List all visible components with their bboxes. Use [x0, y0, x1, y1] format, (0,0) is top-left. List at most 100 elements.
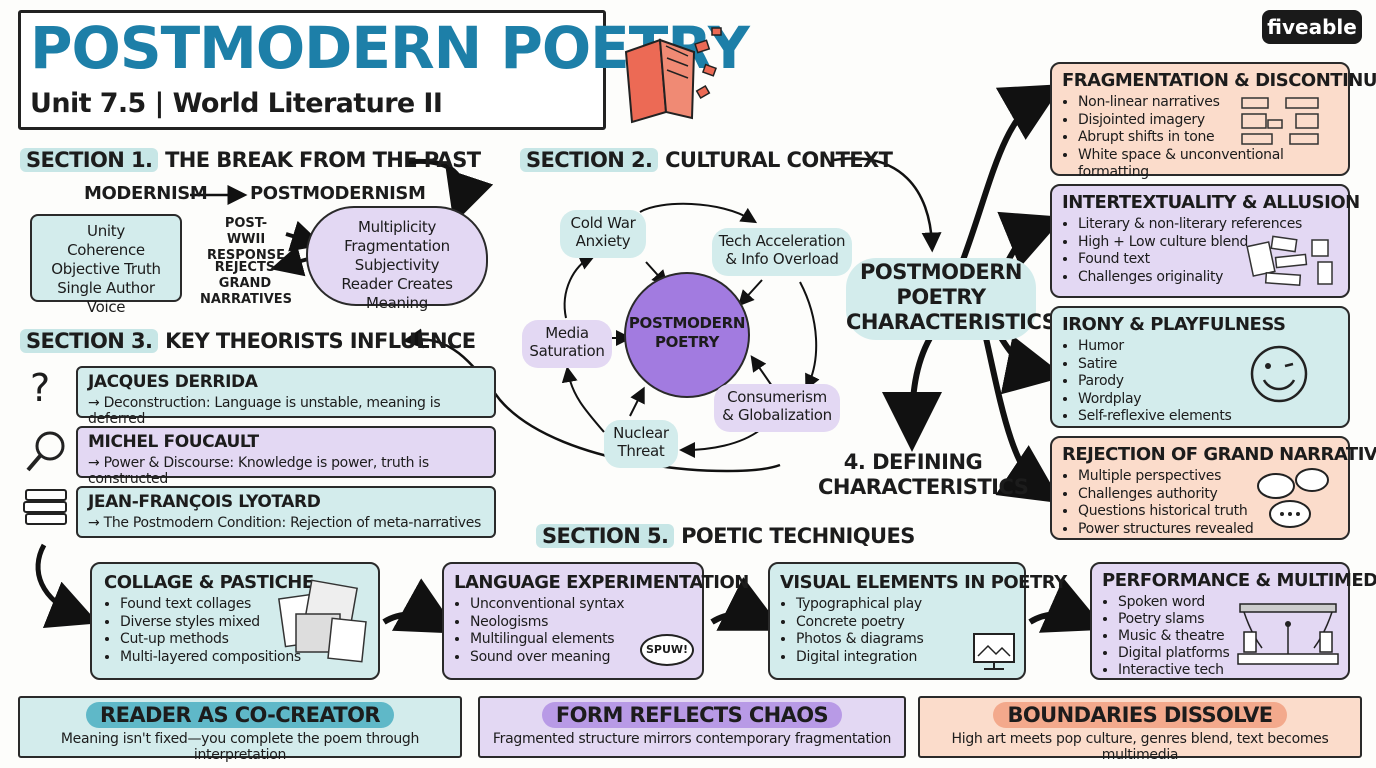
- postmodern-trait: Multiplicity: [357, 218, 437, 236]
- footer-title: FORM REFLECTS CHAOS: [541, 702, 843, 728]
- cycle-arrow-2: [799, 281, 820, 391]
- modernism-label: MODERNISM: [84, 183, 208, 204]
- footer-title: READER AS CO-CREATOR: [86, 702, 394, 728]
- card-item: Humor: [1078, 338, 1338, 356]
- inner-arrow-5: [629, 386, 645, 417]
- footer-text: Fragmented structure mirrors contemporar…: [492, 731, 892, 747]
- post-wwii-label: POST-WWII RESPONSE: [207, 216, 285, 263]
- page-title: POSTMODERN POETRY: [30, 14, 750, 82]
- card-item: Digital platforms: [1118, 645, 1338, 662]
- technique-arrow-2: [710, 577, 784, 631]
- card-item: Parody: [1078, 373, 1338, 391]
- card-item: Multi-layered compositions: [120, 649, 366, 667]
- inner-arrow-4: [750, 355, 773, 387]
- card-title: COLLAGE & PASTICHE: [104, 572, 314, 593]
- section4-label: 4. DEFINING CHARACTERISTICS: [818, 450, 1029, 499]
- theorist-card-foucault: MICHEL FOUCAULT → Power & Discourse: Kno…: [76, 426, 496, 487]
- card-item: Challenges authority: [1078, 486, 1338, 504]
- card-item: Found text: [1078, 251, 1338, 269]
- rejects-label: REJECTS GRAND NARRATIVES: [200, 260, 293, 307]
- card-item: Diverse styles mixed: [120, 614, 366, 632]
- context-to-theorists-arrow: [402, 328, 781, 473]
- section2-heading: SECTION 2. CULTURAL CONTEXT: [520, 148, 893, 172]
- card-title: INTERTEXTUALITY & ALLUSION: [1062, 192, 1360, 213]
- page-subtitle: Unit 7.5 | World Literature II: [30, 88, 443, 119]
- card-item: Concrete poetry: [796, 614, 1014, 632]
- card-item: Non-linear narratives: [1078, 94, 1338, 112]
- card-item: Power structures revealed: [1078, 521, 1338, 539]
- modernism-trait: Coherence: [67, 241, 145, 259]
- characteristics-hub: POSTMODERN POETRY CHARACTERISTICS: [846, 258, 1057, 340]
- card-title: IRONY & PLAYFULNESS: [1062, 314, 1286, 335]
- card-title: VISUAL ELEMENTS IN POETRY: [780, 572, 1067, 593]
- title-frame: [18, 10, 606, 130]
- card-item: Wordplay: [1078, 391, 1338, 409]
- modernism-trait: Objective Truth: [51, 260, 161, 278]
- cultural-context-center-circle: [624, 272, 750, 398]
- card-item: Multiple perspectives: [1078, 468, 1338, 486]
- sound-speech-bubble: SPUW!: [640, 634, 694, 666]
- technique-arrow-3: [1028, 577, 1106, 633]
- section1-number: SECTION 1.: [20, 148, 159, 172]
- card-item: Multilingual elements: [470, 631, 692, 649]
- technique-arrow-1: [382, 578, 459, 634]
- question-mark-icon: ?: [30, 366, 51, 410]
- postmodern-trait: Reader Creates Meaning: [341, 275, 453, 312]
- section3-heading: SECTION 3. KEY THEORISTS INFLUENCE: [20, 329, 476, 353]
- fiveable-badge[interactable]: fiveable: [1262, 10, 1362, 44]
- postmodernism-label: POSTMODERNISM: [250, 183, 426, 204]
- cycle-arrow-3: [679, 429, 761, 458]
- postmodern-traits-cloud: Multiplicity Fragmentation Subjectivity …: [306, 206, 488, 312]
- footer-text: High art meets pop culture, genres blend…: [951, 731, 1329, 763]
- postmodern-trait: Subjectivity: [354, 256, 440, 274]
- modernism-trait: Single Author Voice: [57, 279, 155, 316]
- section5-heading: SECTION 5. POETIC TECHNIQUES: [536, 524, 915, 548]
- card-title: PERFORMANCE & MULTIMEDIA: [1102, 570, 1376, 591]
- card-title: LANGUAGE EXPERIMENTATION: [454, 572, 749, 593]
- postmodern-trait: Fragmentation: [344, 237, 450, 255]
- card-item: Poetry slams: [1118, 611, 1338, 628]
- theorists-to-techniques-arrow: [35, 543, 99, 629]
- card-item: Questions historical truth: [1078, 503, 1338, 521]
- footer-card-boundaries: BOUNDARIES DISSOLVE High art meets pop c…: [918, 696, 1362, 763]
- card-item: Music & theatre: [1118, 628, 1338, 645]
- footer-title: BOUNDARIES DISSOLVE: [993, 702, 1287, 728]
- card-item: Photos & diagrams: [796, 631, 1014, 649]
- theorist-card-derrida: JACQUES DERRIDA → Deconstruction: Langua…: [76, 366, 496, 427]
- cycle-arrow-1: [639, 202, 758, 224]
- cultural-context-center-label: POSTMODERN POETRY: [628, 314, 746, 351]
- hub-to-label4-arrow: [882, 336, 943, 452]
- section2-to-hub-arrow: [833, 157, 942, 253]
- card-item: Disjointed imagery: [1078, 112, 1338, 130]
- theorist-idea: → Power & Discourse: Knowledge is power,…: [88, 455, 429, 487]
- theorist-idea: → The Postmodern Condition: Rejection of…: [88, 515, 482, 531]
- card-item: High + Low culture blend: [1078, 234, 1338, 252]
- card-item: Satire: [1078, 356, 1338, 374]
- hub-to-card4-arrow: [983, 337, 1062, 504]
- context-node-cold-war: Cold War Anxiety: [560, 210, 646, 258]
- card-item: Typographical play: [796, 596, 1014, 614]
- footer-card-form: FORM REFLECTS CHAOS Fragmented structure…: [478, 696, 906, 758]
- section1-heading: SECTION 1. THE BREAK FROM THE PAST: [20, 148, 481, 172]
- char-card-rejection: REJECTION OF GRAND NARRATIVES Multiple p…: [1050, 436, 1376, 540]
- context-node-nuclear: Nuclear Threat: [604, 420, 678, 468]
- theorist-card-lyotard: JEAN-FRANÇOIS LYOTARD → The Postmodern C…: [76, 486, 496, 538]
- section2-number: SECTION 2.: [520, 148, 659, 172]
- card-item: Digital integration: [796, 649, 1014, 667]
- theorist-name: JEAN-FRANÇOIS LYOTARD: [88, 492, 321, 512]
- card-item: Self-reflexive elements: [1078, 408, 1338, 426]
- section3-title: KEY THEORISTS INFLUENCE: [165, 329, 476, 353]
- char-card-fragmentation: FRAGMENTATION & DISCONTINUITY Non-linear…: [1050, 62, 1376, 180]
- card-item: Abrupt shifts in tone: [1078, 129, 1338, 147]
- card-item: Interactive tech: [1118, 662, 1338, 679]
- modernism-traits-box: Unity Coherence Objective Truth Single A…: [30, 214, 182, 316]
- context-node-media: Media Saturation: [522, 320, 612, 368]
- context-node-tech: Tech Acceleration & Info Overload: [712, 228, 852, 276]
- theorist-idea: → Deconstruction: Language is unstable, …: [88, 395, 441, 427]
- hub-to-card3-arrow: [997, 334, 1066, 395]
- card-item: Cut-up methods: [120, 631, 366, 649]
- footer-card-reader: READER AS CO-CREATOR Meaning isn't fixed…: [18, 696, 462, 763]
- card-item: Neologisms: [470, 614, 692, 632]
- inner-arrow-2: [737, 279, 763, 307]
